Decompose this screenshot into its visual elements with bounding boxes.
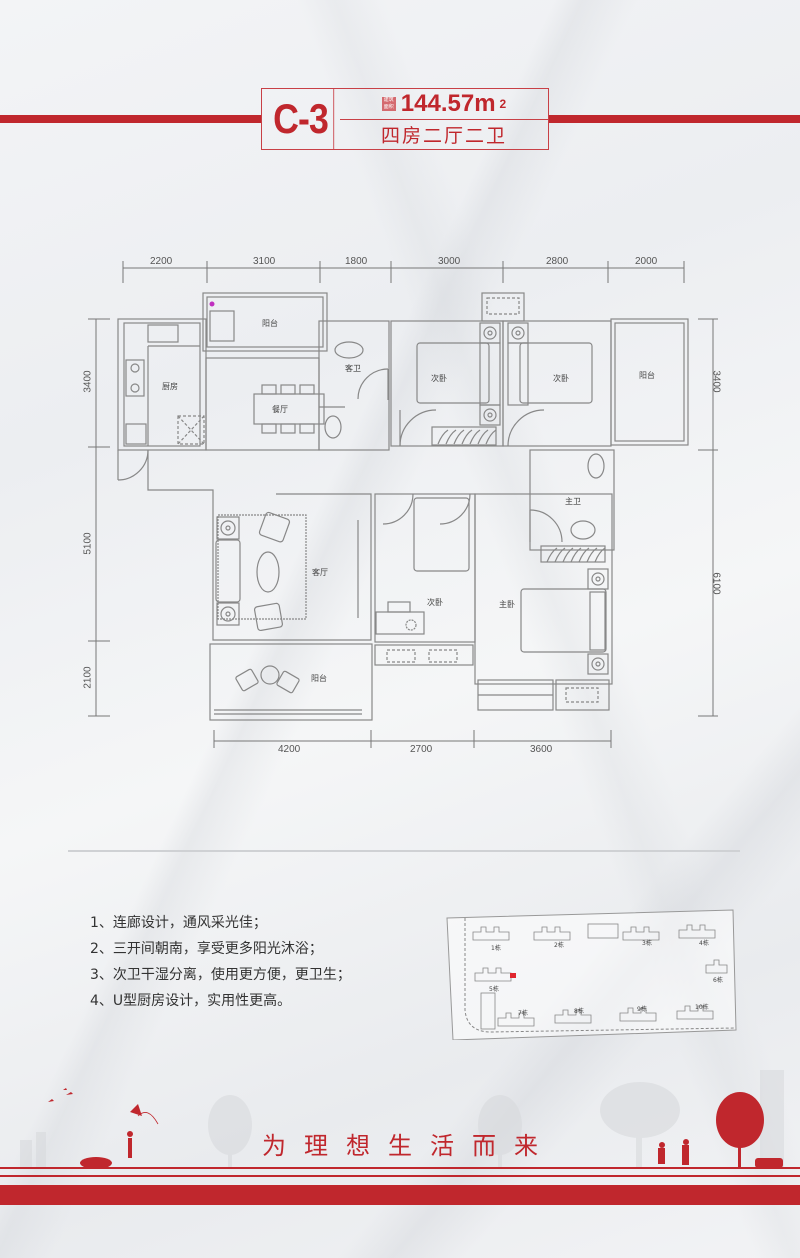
bush-icon	[80, 1157, 112, 1169]
kite-icon	[130, 1104, 142, 1116]
guest-bath-outline	[318, 320, 390, 451]
room-label-south-balcony: 阳台	[311, 674, 327, 683]
building-10	[676, 1005, 714, 1020]
tree-icon	[716, 1092, 764, 1148]
building-8	[554, 1009, 592, 1024]
dim-ticks-bottom	[213, 730, 612, 748]
building-4	[678, 924, 716, 939]
dim-top-3: 1800	[345, 256, 368, 267]
area-badge: 建筑面积	[381, 97, 396, 111]
dim-top-4: 3000	[438, 256, 461, 267]
building-7	[497, 1012, 535, 1027]
dim-ticks-right	[698, 318, 718, 717]
feature-item: 2、三开间朝南，享受更多阳光沐浴；	[90, 941, 323, 957]
master-bath-outline	[529, 449, 615, 551]
building-1	[472, 926, 510, 941]
room-label-guest-bath: 客卫	[345, 364, 361, 373]
floor-plan: 2200 3100 1800 3000 2800 2000 4200 2700 …	[82, 256, 722, 755]
family-icon	[658, 1139, 689, 1165]
unit-location-marker	[510, 973, 516, 978]
room-label-master-bath: 主卫	[565, 497, 581, 506]
room-label-bedroom-2a: 次卧	[431, 374, 447, 383]
building-6	[705, 959, 728, 974]
dim-left-3: 2100	[82, 666, 94, 689]
dim-right-2: 6100	[710, 572, 722, 595]
feature-item: 4、U型厨房设计，实用性更高。	[90, 993, 292, 1009]
building-label: 9栋	[637, 1006, 647, 1013]
living-outline	[147, 450, 372, 641]
pipe-marker	[209, 301, 215, 307]
header-rule-right	[548, 115, 800, 123]
dim-top-6: 2000	[635, 256, 658, 267]
dim-bottom-1: 4200	[278, 744, 301, 755]
dining-table	[253, 393, 325, 425]
birds-icon	[48, 1088, 73, 1102]
room-label-kitchen: 厨房	[162, 382, 178, 391]
area-value: 144.57m	[400, 90, 496, 117]
floor-plan-drawing	[88, 261, 718, 748]
dim-left-2: 5100	[82, 532, 94, 555]
building-2	[533, 926, 571, 941]
dim-ticks-top	[122, 261, 685, 283]
dim-left-1: 3400	[82, 370, 94, 393]
building-label: 4栋	[699, 940, 709, 947]
building-label: 5栋	[489, 986, 499, 993]
room-label-dining: 餐厅	[272, 405, 288, 414]
section-divider	[68, 850, 740, 852]
building-label: 7栋	[518, 1010, 528, 1017]
room-label-east-balcony: 阳台	[639, 371, 655, 380]
building-label: 1栋	[491, 945, 501, 952]
room-label-bedroom-2c: 次卧	[427, 598, 443, 607]
building-label: 6栋	[713, 977, 723, 984]
east-balcony-outline	[610, 318, 689, 446]
room-label-master-bedroom: 主卧	[499, 600, 515, 609]
footer-rule	[0, 1175, 800, 1177]
building-3	[622, 926, 660, 941]
room-label-bedroom-2b: 次卧	[553, 374, 569, 383]
building-label: 2栋	[554, 942, 564, 949]
slogan: 为理想生活而来	[262, 1132, 556, 1160]
building-9	[619, 1007, 657, 1022]
dim-bottom-2: 2700	[410, 744, 433, 755]
dim-top-5: 2800	[546, 256, 569, 267]
dim-top-2: 3100	[253, 256, 276, 267]
footer-rule	[0, 1167, 800, 1169]
dining-outline	[205, 357, 320, 451]
site-map-drawing	[446, 909, 737, 1041]
north-balcony-outline	[202, 292, 328, 352]
city-skyline-silhouette	[20, 1070, 784, 1168]
dim-top-1: 2200	[150, 256, 173, 267]
unit-code: C-3	[268, 89, 335, 149]
south-balcony-outline	[209, 643, 373, 721]
building-5	[474, 967, 512, 982]
room-label-north-balcony: 阳台	[262, 319, 278, 328]
footer-red-silhouettes	[48, 1088, 783, 1169]
master-bedroom-outline	[474, 493, 613, 685]
layout-type: 四房二厅二卫	[380, 125, 507, 147]
feature-list: 1、连廊设计，通风采光佳； 2、三开间朝南，享受更多阳光沐浴； 3、次卫干湿分离…	[90, 910, 351, 1014]
building-label: 3栋	[642, 940, 652, 947]
building-label: 10栋	[695, 1004, 709, 1011]
room-label-living: 客厅	[312, 568, 328, 577]
feature-item: 1、连廊设计，通风采光佳；	[90, 915, 267, 931]
bench-icon	[755, 1158, 783, 1168]
walls	[117, 292, 689, 721]
feature-item: 3、次卫干湿分离，使用更方便，更卫生；	[90, 967, 351, 983]
footer-illustration	[20, 1070, 784, 1169]
footer-bar	[0, 1185, 800, 1205]
dim-right-1: 3400	[710, 370, 722, 393]
area-unit-superscript: 2	[499, 97, 507, 111]
dim-ticks-left	[88, 318, 110, 717]
header-rule-left	[0, 115, 262, 123]
dim-bottom-3: 3600	[530, 744, 553, 755]
site-map: 1栋 2栋 3栋 4栋 5栋 6栋 7栋 8栋 9栋 10栋	[443, 900, 741, 1041]
building-clubhouse	[587, 923, 619, 939]
building-label: 8栋	[574, 1008, 584, 1015]
